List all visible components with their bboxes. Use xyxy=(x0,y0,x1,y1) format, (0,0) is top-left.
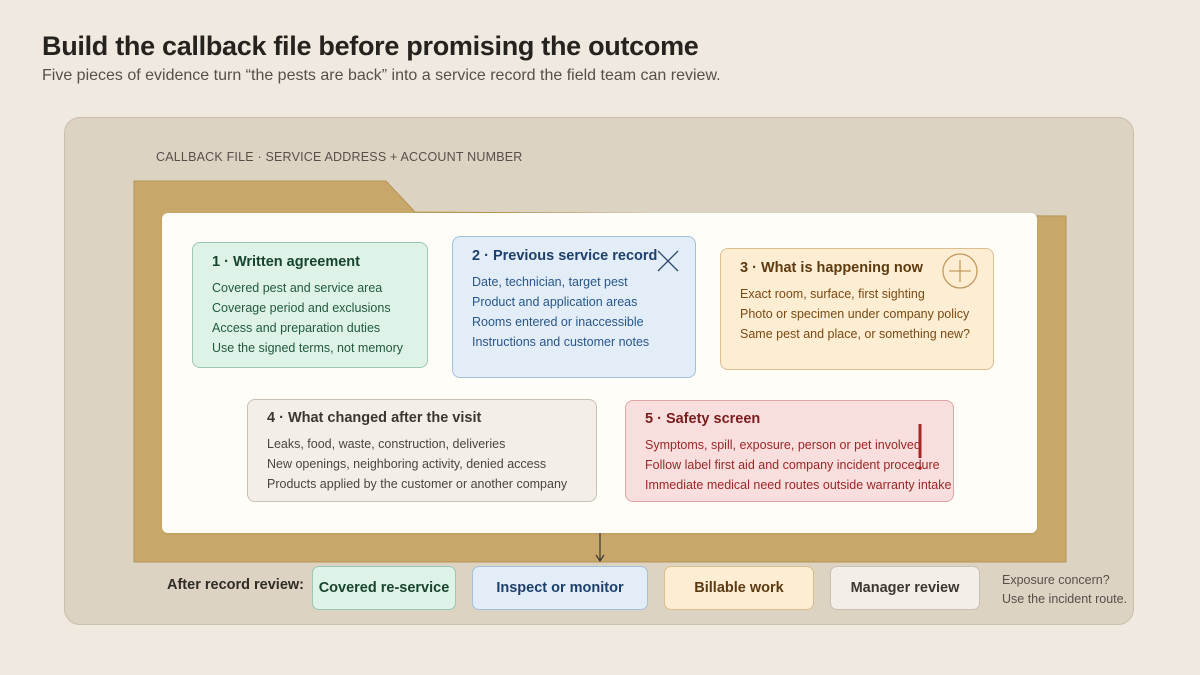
cross-icon xyxy=(657,250,679,272)
outcome-inspect-or-monitor: Inspect or monitor xyxy=(472,566,648,610)
note-line: Exposure concern? xyxy=(1002,573,1110,587)
card-item: Symptoms, spill, exposure, person or pet… xyxy=(645,438,921,452)
card-title: 3 · What is happening now xyxy=(740,260,923,276)
card-item: Follow label first aid and company incid… xyxy=(645,458,940,472)
card-item: Access and preparation duties xyxy=(212,321,381,335)
exclamation-icon xyxy=(918,424,922,470)
page-subtitle: Five pieces of evidence turn “the pests … xyxy=(42,67,721,84)
card-item: Photo or specimen under company policy xyxy=(740,307,970,321)
outcome-billable-work: Billable work xyxy=(664,566,814,610)
card-what-is-happening-now: 3 · What is happening now Exact room, su… xyxy=(720,248,994,370)
card-item: Date, technician, target pest xyxy=(472,275,628,289)
card-item: Coverage period and exclusions xyxy=(212,301,391,315)
card-previous-service-record: 2 · Previous service record Date, techni… xyxy=(452,236,696,378)
exposure-note: Exposure concern? Use the incident route… xyxy=(1002,571,1127,609)
card-item: Same pest and place, or something new? xyxy=(740,327,970,341)
card-safety-screen: 5 · Safety screen Symptoms, spill, expos… xyxy=(625,400,954,502)
card-what-changed: 4 · What changed after the visit Leaks, … xyxy=(247,399,597,502)
outcome-covered-reservice: Covered re-service xyxy=(312,566,456,610)
note-line: Use the incident route. xyxy=(1002,592,1128,606)
card-title: 4 · What changed after the visit xyxy=(267,410,482,426)
card-item: Products applied by the customer or anot… xyxy=(267,477,568,491)
page-title: Build the callback file before promising… xyxy=(42,31,699,61)
card-item: Use the signed terms, not memory xyxy=(212,341,404,355)
card-item: Covered pest and service area xyxy=(212,281,383,295)
card-title: 1 · Written agreement xyxy=(212,254,360,270)
outcome-manager-review: Manager review xyxy=(830,566,980,610)
card-title: 5 · Safety screen xyxy=(645,411,761,427)
card-item: Leaks, food, waste, construction, delive… xyxy=(267,437,506,451)
card-item: Exact room, surface, first sighting xyxy=(740,287,925,301)
callback-file-label: CALLBACK FILE · SERVICE ADDRESS + ACCOUN… xyxy=(156,150,523,164)
card-item: Rooms entered or inaccessible xyxy=(472,315,644,329)
card-item: Immediate medical need routes outside wa… xyxy=(645,478,952,492)
card-written-agreement: 1 · Written agreement Covered pest and s… xyxy=(192,242,428,368)
card-item: Instructions and customer notes xyxy=(472,335,650,349)
down-arrow-icon xyxy=(595,533,605,563)
card-item: Product and application areas xyxy=(472,295,638,309)
outcomes-label: After record review: xyxy=(167,577,304,593)
card-item: New openings, neighboring activity, deni… xyxy=(267,457,547,471)
card-title: 2 · Previous service record xyxy=(472,248,658,264)
plus-circle-icon xyxy=(942,253,978,289)
